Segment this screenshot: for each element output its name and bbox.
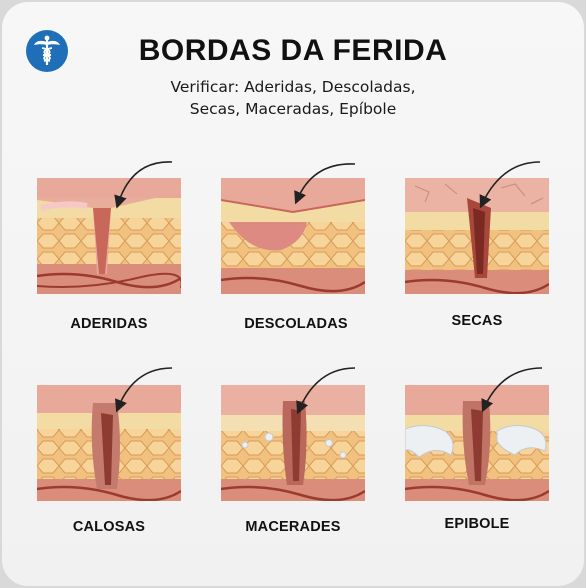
label-aderidas: ADERIDAS [70,316,148,332]
arrow-secas [479,161,541,209]
arrow-epibole [481,367,543,413]
subtitle-line-1: Verificar: Aderidas, Descoladas, [170,78,416,96]
wound-edge-calosas-illustration [37,385,181,501]
wound-edge-epibole-illustration [405,385,549,501]
panel-aderidas [37,178,181,294]
label-calosas: CALOSAS [72,519,146,535]
panel-secas [405,178,549,294]
label-macerades: MACERADES [245,519,341,535]
logo-badge [26,30,68,72]
arrow-calosas [115,367,173,413]
arrow-macerades [296,367,356,415]
wound-edge-macerades-illustration [221,385,365,501]
panel-epibole [405,385,549,501]
caduceus-icon [34,35,60,65]
arrow-descoladas [294,163,356,205]
label-epibole: EPIBOLE [444,516,510,532]
wound-edge-aderidas-illustration [37,178,181,294]
arrow-aderidas [114,161,173,209]
panel-macerades [221,385,365,501]
label-secas: SECAS [451,313,503,329]
wound-edge-secas-illustration [405,178,549,294]
subtitle-line-2: Secas, Maceradas, Epíbole [189,100,397,118]
label-descoladas: DESCOLADAS [244,316,348,332]
panel-calosas [37,385,181,501]
page-title: BORDAS DA FERIDA [138,34,448,67]
wound-edge-descoladas-illustration [221,178,365,294]
panel-descoladas [221,178,365,294]
page-subtitle: Verificar: Aderidas, Descoladas, Secas, … [118,76,468,120]
